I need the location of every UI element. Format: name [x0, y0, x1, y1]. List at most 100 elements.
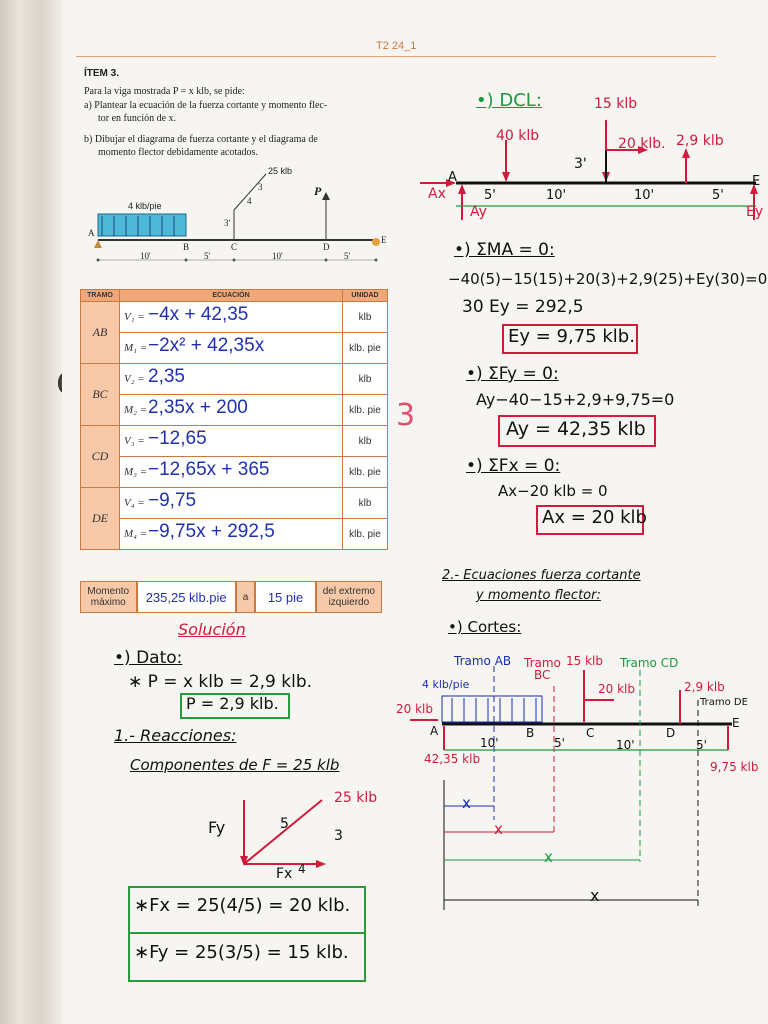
v3-unit: klb	[342, 425, 388, 457]
v3-label: V₃ =	[124, 435, 145, 447]
dcl-40-label: 40 klb	[496, 128, 540, 144]
sum-fy-equation: Ay−40−15+2,9+9,75=0	[476, 390, 675, 409]
dcl-29-label: 2,9 klb	[676, 133, 724, 149]
dcl-diagram	[420, 120, 758, 220]
m1-value: −2x² + 42,35x	[148, 335, 265, 356]
ey-equation: 30 Ey = 292,5	[462, 297, 584, 317]
dcl-dim-2: 10'	[546, 188, 567, 203]
v4-label: V₄ =	[124, 497, 145, 509]
grade-mark: 3	[396, 398, 416, 433]
p-equation: ∗ P = x klb = 2,9 klb.	[128, 672, 313, 692]
m3-value: −12,65x + 365	[148, 459, 270, 480]
sum-fy-title: •) ΣFy = 0:	[466, 364, 559, 384]
force-25-label: 25 klb	[268, 166, 293, 176]
label-tramo-cd: Tramo CD	[620, 656, 679, 670]
v1-value: −4x + 42,35	[148, 304, 249, 325]
v3-value: −12,65	[148, 428, 207, 449]
p-box	[180, 693, 290, 719]
cortes-dim-2: 5'	[554, 736, 565, 750]
node-c: C	[231, 242, 238, 252]
cortes-15-label: 15 klb	[566, 654, 603, 668]
cortes-node-e: E	[732, 716, 740, 730]
v4-value: −9,75	[148, 490, 197, 511]
cortes-dim-4: 5'	[696, 738, 707, 752]
max-moment-position: 15 pie	[255, 581, 316, 613]
node-a: A	[88, 228, 95, 238]
cortes-20b-label: 20 klb	[598, 682, 635, 696]
m2-label: M₂ =	[124, 404, 148, 416]
reactions-title: 1.- Reacciones:	[114, 726, 237, 745]
dim-bc: 5'	[204, 251, 211, 261]
dim-cd: 10'	[272, 251, 283, 261]
ay-result: Ay = 42,35 klb	[506, 418, 646, 440]
solution-title: Solución	[178, 620, 246, 639]
dim-ab: 10'	[140, 251, 151, 261]
item-number: ÍTEM 3.	[84, 68, 120, 79]
v4-unit: klb	[342, 487, 388, 519]
section2-title-2: y momento flector:	[476, 588, 601, 603]
dcl-ax-label: Ax	[428, 186, 446, 202]
dcl-ay-label: Ay	[470, 204, 487, 220]
problem-a-line2: tor en función de x.	[98, 113, 177, 124]
m1-unit: klb. pie	[342, 332, 388, 364]
x-cd-label: x	[544, 848, 553, 866]
dcl-15-label: 15 klb	[594, 96, 638, 112]
cortes-ay-label: 42,35 klb	[424, 752, 481, 766]
problem-a-line1: a) Plantear la ecuación de la fuerza cor…	[84, 100, 328, 111]
cortes-ey-label: 9,75 klb	[710, 760, 759, 774]
header-unidad: UNIDAD	[342, 289, 388, 302]
node-d: D	[323, 242, 330, 252]
x-de-label: x	[590, 886, 600, 905]
vec-3-label: 3	[334, 828, 343, 844]
x-bc-label: x	[494, 820, 503, 838]
cortes-title: •) Cortes:	[448, 618, 522, 636]
cortes-diagram	[410, 666, 732, 910]
support-e-icon	[372, 238, 380, 246]
cortes-distributed-load	[441, 695, 543, 723]
node-b: B	[183, 242, 190, 252]
fy-equation: ∗Fy = 25(3/5) = 15 klb.	[134, 942, 349, 963]
resultant-arrow	[243, 799, 323, 865]
p-box-text: P = 2,9 klb.	[186, 694, 279, 713]
m2-unit: klb. pie	[342, 394, 388, 426]
vec-5-label: 5	[280, 816, 289, 832]
ey-result: Ey = 9,75 klb.	[508, 326, 635, 347]
dcl-a-label: A	[448, 170, 457, 185]
dcl-dim-3: 10'	[634, 188, 655, 203]
tramo-bc: BC	[80, 363, 120, 426]
max-moment-value: 235,25 klb.pie	[136, 581, 236, 613]
section2-title-1: 2.- Ecuaciones fuerza cortante	[442, 568, 641, 583]
v2-unit: klb	[342, 363, 388, 395]
m3-unit: klb. pie	[342, 456, 388, 488]
force-vector-diagram	[240, 799, 326, 868]
ey-box	[502, 324, 638, 354]
cortes-node-c: C	[586, 726, 595, 740]
m4-label: M₄ =	[124, 528, 148, 540]
fx-equation: ∗Fx = 25(4/5) = 20 klb.	[134, 895, 351, 916]
components-divider	[128, 932, 364, 934]
dim-de: 5'	[344, 251, 351, 261]
cortes-dim-1: 10'	[480, 736, 499, 750]
support-a-icon	[94, 240, 102, 248]
cortes-node-a: A	[430, 724, 439, 738]
ax-box	[536, 505, 644, 535]
m2-value: 2,35x + 200	[148, 397, 248, 418]
header-rule	[76, 56, 716, 57]
bracket-height-label: 3'	[224, 218, 231, 228]
problem-b-line1: b) Dibujar el diagrama de fuerza cortant…	[84, 134, 318, 145]
v1-unit: klb	[342, 301, 388, 333]
cortes-dim-3: 10'	[616, 738, 635, 752]
header-tramo: TRAMO	[80, 289, 120, 302]
dcl-e-label: E	[752, 174, 761, 189]
dcl-title: •) DCL:	[476, 90, 542, 111]
sum-fx-title: •) ΣFx = 0:	[466, 456, 561, 476]
tramo-ab: AB	[80, 301, 120, 364]
slope-3-label: 3	[258, 182, 263, 192]
dcl-3-label: 3'	[574, 156, 587, 172]
cortes-node-d: D	[666, 726, 676, 740]
node-e: E	[381, 235, 387, 245]
m3-label: M₃ =	[124, 466, 148, 478]
